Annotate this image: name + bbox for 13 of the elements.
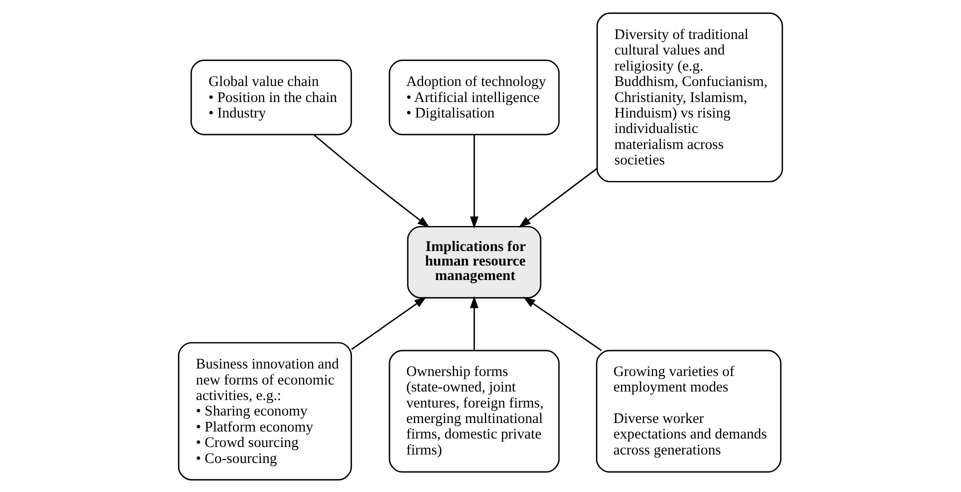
node-box: Business innovation and new forms of economic activities, e.g.: • Sharing economy • Platform economy • Crowd sourcing • Co-sourcing (178, 342, 352, 480)
arrow (470, 134, 478, 228)
node-box: Adoption of technology • Artificial intelligence • Digitalisation (388, 59, 560, 135)
node-box: Growing varieties of employment modes Diverse worker expectations and demands across generations (596, 349, 782, 472)
arrow (518, 167, 598, 228)
arrow (314, 134, 430, 228)
arrow (470, 296, 478, 350)
node-box: Implications for human resource management (407, 225, 542, 298)
node-box: Global value chain • Position in the chain • Industry (190, 59, 352, 135)
node-box: Diversity of traditional cultural values and religiosity (e.g. Buddhism, Confucianism, Christianity, Islamism, Hinduism) vs rising individualistic materialism across societies (596, 12, 784, 182)
arrow (523, 296, 602, 351)
node-box: Ownership forms (state-owned, joint ventures, foreign firms, emerging multinational firms, domestic private firms) (388, 349, 560, 472)
arrow (351, 296, 427, 350)
